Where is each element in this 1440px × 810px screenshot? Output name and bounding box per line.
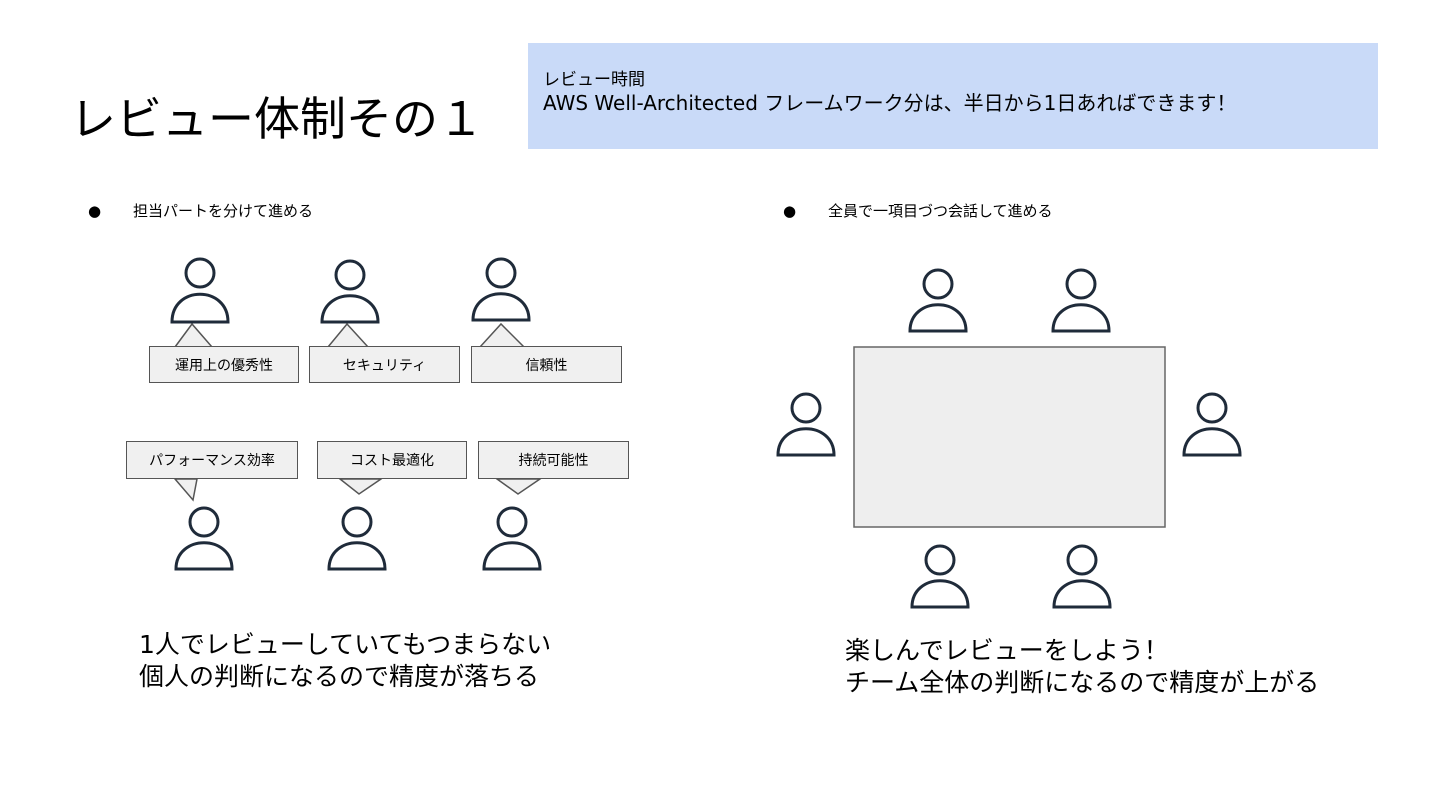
review-time-note: レビュー時間 AWS Well-Architected フレームワーク分は、半日… <box>528 43 1378 149</box>
note-body: AWS Well-Architected フレームワーク分は、半日から1日あれば… <box>543 91 1237 115</box>
right-bullet: ● 全員で一項目づつ会話して進める <box>783 201 1053 221</box>
left-caption: 1人でレビューしていてもつまらない 個人の判断になるので精度が落ちる <box>139 629 551 693</box>
right-caption: 楽しんでレビューをしよう！ チーム全体の判断になるので精度が上がる <box>845 635 1319 699</box>
callout-pointer <box>173 478 198 502</box>
callout-pointer <box>337 478 384 495</box>
pillar-label: パフォーマンス効率 <box>126 441 298 479</box>
callout-pointer <box>173 322 214 348</box>
right-caption-line: 楽しんでレビューをしよう！ <box>845 636 1169 665</box>
callout-pointer <box>478 322 526 348</box>
person-icon <box>174 506 234 571</box>
callout-pointer <box>326 322 370 348</box>
pillar-label: 持続可能性 <box>478 441 629 479</box>
person-icon <box>776 392 836 457</box>
meeting-table <box>853 346 1166 528</box>
left-caption-line: 1人でレビューしていてもつまらない <box>139 630 552 659</box>
bullet-icon: ● <box>88 202 102 220</box>
person-icon <box>908 268 968 333</box>
person-icon <box>320 259 380 324</box>
callout-pointer <box>494 478 543 495</box>
pillar-label: 信頼性 <box>471 346 622 383</box>
person-icon <box>910 544 970 609</box>
bullet-icon: ● <box>783 202 797 220</box>
left-caption-line: 個人の判断になるので精度が落ちる <box>139 662 540 691</box>
pillar-label: 運用上の優秀性 <box>149 346 299 383</box>
pillar-label: セキュリティ <box>309 346 460 383</box>
slide-title: レビュー体制その１ <box>70 92 484 146</box>
person-icon <box>471 257 531 322</box>
person-icon <box>327 506 387 571</box>
person-icon <box>1052 544 1112 609</box>
right-caption-line: チーム全体の判断になるので精度が上がる <box>845 668 1320 697</box>
right-bullet-text: 全員で一項目づつ会話して進める <box>828 202 1053 220</box>
pillar-label: コスト最適化 <box>317 441 467 479</box>
person-icon <box>1051 268 1111 333</box>
left-bullet-text: 担当パートを分けて進める <box>133 202 314 220</box>
person-icon <box>482 506 542 571</box>
person-icon <box>170 257 230 324</box>
note-heading: レビュー時間 <box>543 70 645 90</box>
left-bullet: ● 担当パートを分けて進める <box>88 201 313 221</box>
person-icon <box>1182 392 1242 457</box>
